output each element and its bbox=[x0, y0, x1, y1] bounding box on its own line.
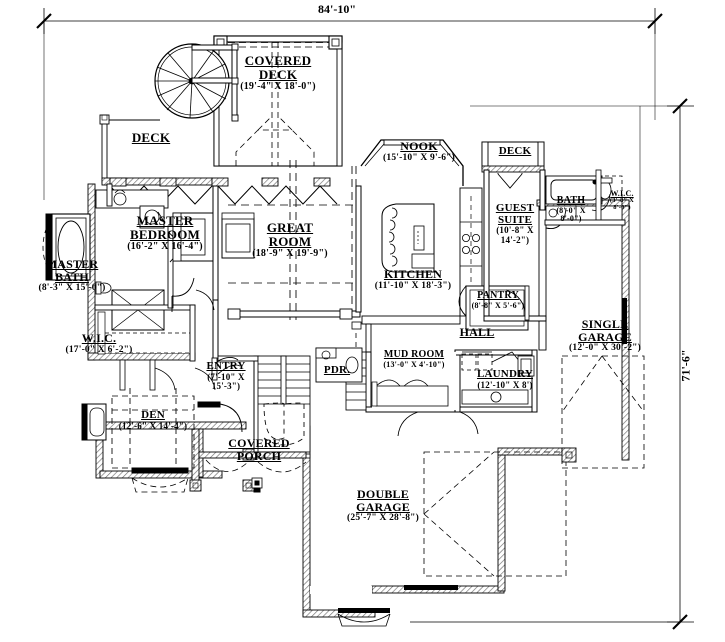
great-room-interior bbox=[221, 160, 362, 320]
double-garage-walls bbox=[310, 447, 577, 627]
nook-kitchen-interior bbox=[360, 139, 529, 331]
spiral-staircase bbox=[105, 43, 239, 122]
guest-suite-interior bbox=[481, 141, 626, 322]
entry-interior bbox=[197, 355, 311, 493]
master-suite-interior bbox=[42, 183, 219, 391]
den-interior bbox=[81, 388, 195, 493]
service-rooms-interior bbox=[315, 321, 538, 437]
